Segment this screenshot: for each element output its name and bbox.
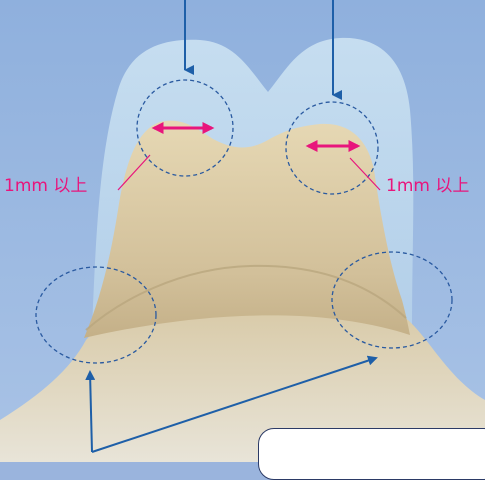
prep-diagram: 1mm 以上 1mm 以上 xyxy=(0,0,485,462)
clearance-label-right: 1mm 以上 xyxy=(386,178,469,195)
clearance-label-left: 1mm 以上 xyxy=(4,178,87,195)
tooth-illustration xyxy=(0,0,485,462)
abutment xyxy=(84,121,410,338)
caption-box xyxy=(258,428,485,480)
